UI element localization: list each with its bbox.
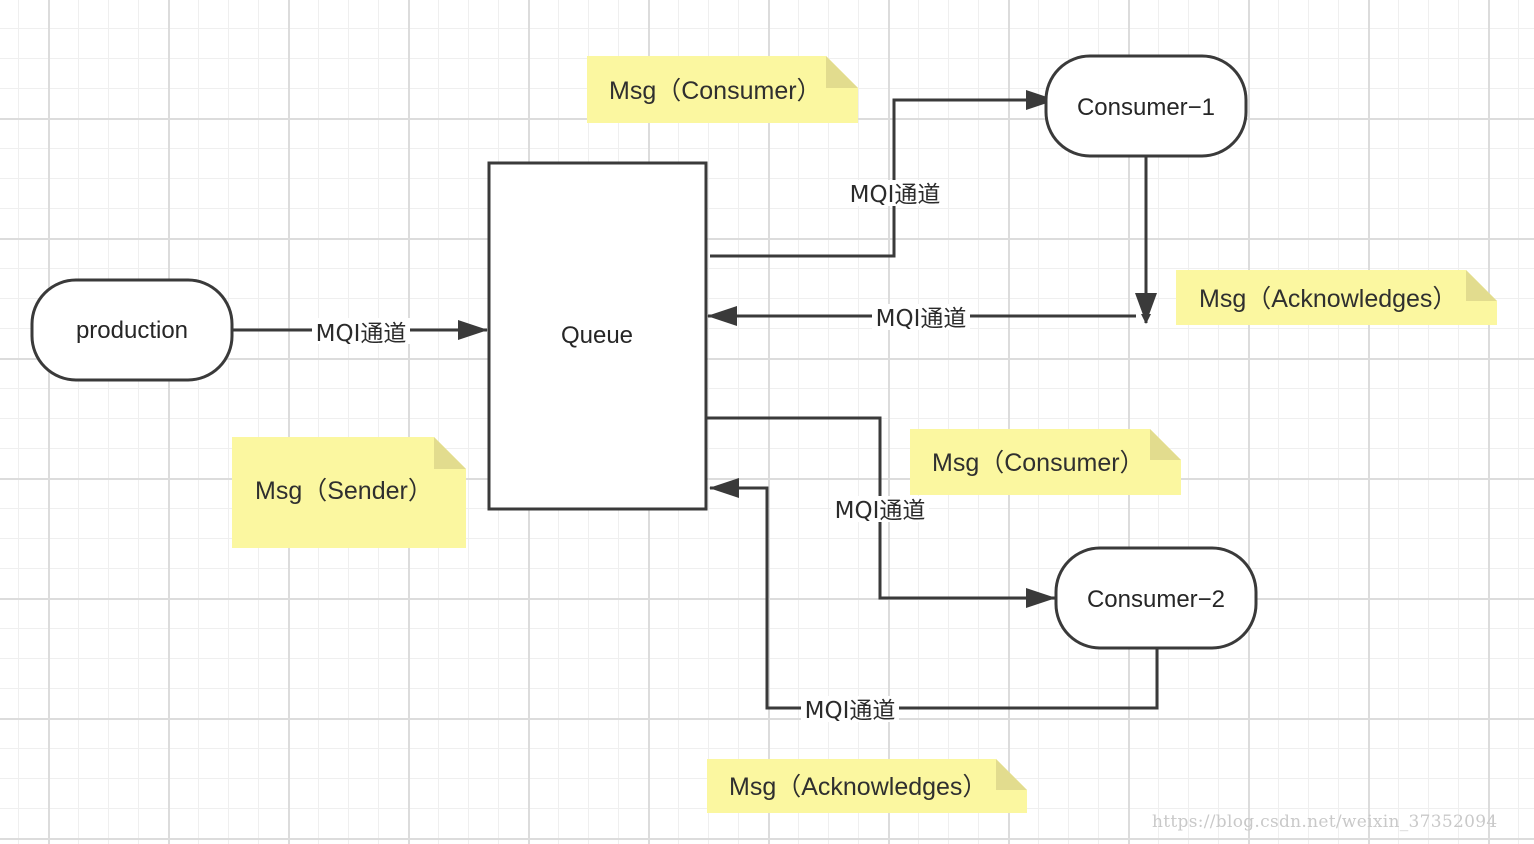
edge-label-queue-consumer1: MQI通道 xyxy=(850,182,941,208)
note-msg-consumer-mid-text: Msg（Consumer） xyxy=(932,449,1145,477)
node-production[interactable]: production xyxy=(30,278,234,382)
note-msg-sender-text: Msg（Sender） xyxy=(255,477,433,505)
node-consumer-1-label: Consumer−1 xyxy=(1077,94,1215,121)
edge-label-queue-consumer2: MQI通道 xyxy=(835,498,926,524)
note-msg-consumer-mid: Msg（Consumer） xyxy=(910,429,1181,495)
edge-production-to-queue[interactable]: MQI通道 xyxy=(232,318,488,347)
node-consumer-2[interactable]: Consumer−2 xyxy=(1054,546,1258,650)
note-msg-ack-bottom: Msg（Acknowledges） xyxy=(707,759,1027,813)
note-msg-consumer-top: Msg（Consumer） xyxy=(587,56,858,123)
edge-consumer1-to-queue[interactable]: MQI通道 xyxy=(707,156,1157,332)
note-msg-ack-top-text: Msg（Acknowledges） xyxy=(1199,285,1457,313)
edge-label-consumer1-queue: MQI通道 xyxy=(876,306,967,332)
node-consumer-1[interactable]: Consumer−1 xyxy=(1044,54,1248,158)
node-queue-label: Queue xyxy=(561,322,633,349)
node-consumer-2-label: Consumer−2 xyxy=(1087,586,1225,613)
node-production-label: production xyxy=(76,317,188,344)
note-msg-sender: Msg（Sender） xyxy=(232,437,466,548)
edge-queue-to-consumer2[interactable]: MQI通道 xyxy=(706,416,1056,608)
watermark: https://blog.csdn.net/weixin_37352094 xyxy=(1152,812,1498,832)
note-msg-consumer-top-text: Msg（Consumer） xyxy=(609,77,822,105)
edge-label-production-queue: MQI通道 xyxy=(316,321,407,347)
node-queue[interactable]: Queue xyxy=(487,161,708,511)
edge-queue-to-consumer1[interactable]: MQI通道 xyxy=(710,90,1056,258)
edge-label-consumer2-queue: MQI通道 xyxy=(805,698,896,724)
note-msg-ack-bottom-text: Msg（Acknowledges） xyxy=(729,773,987,801)
note-msg-ack-top: Msg（Acknowledges） xyxy=(1176,270,1497,325)
edge-consumer2-to-queue[interactable]: MQI通道 xyxy=(709,478,1159,724)
